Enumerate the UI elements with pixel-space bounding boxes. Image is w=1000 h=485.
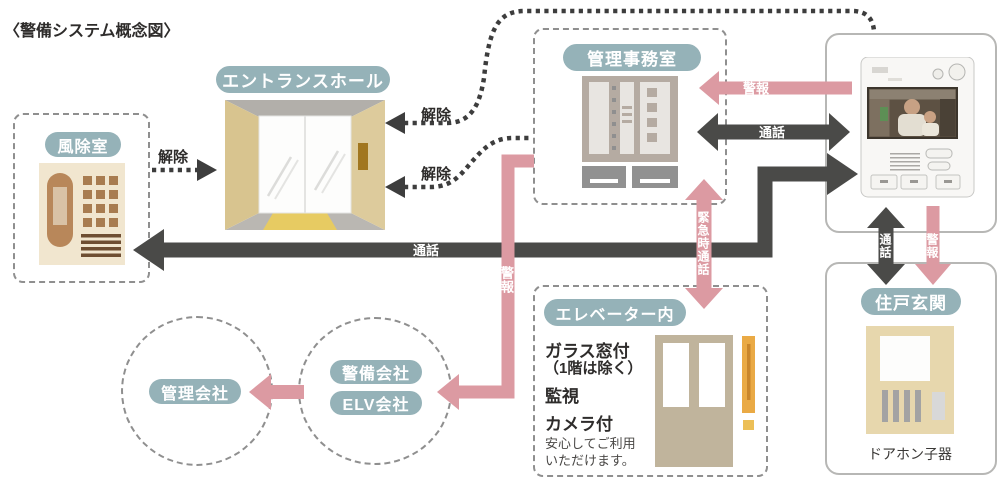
badge-windbreak: 風除室 <box>45 132 121 157</box>
badge-unit-entrance: 住戸玄関 <box>861 288 961 315</box>
label-emergency-call: 緊急時通話 <box>696 211 710 276</box>
door-phone-caption: ドアホン子器 <box>868 446 952 462</box>
windbreak-intercom-illustration <box>39 163 125 265</box>
elevator-feature-line3: 監視 <box>545 387 579 406</box>
alarm-line-office-security <box>437 154 534 410</box>
label-alarm-to-security: 警報 <box>499 266 514 294</box>
elevator-note-line2: いただけます。 <box>545 453 635 468</box>
door-phone-illustration <box>866 326 954 434</box>
elevator-box <box>533 285 768 477</box>
unlock-arrowhead-upper <box>385 112 405 134</box>
badge-office: 管理事務室 <box>563 44 701 71</box>
label-alarm-to-office: 警報 <box>743 81 770 96</box>
label-call-office-dwelling: 通話 <box>759 125 786 140</box>
elevator-doors-illustration <box>655 335 733 467</box>
elevator-feature-line2: （1階は除く） <box>544 360 643 377</box>
label-alarm-unit: 警報 <box>925 233 939 259</box>
badge-security-company: 警備会社 <box>330 360 422 384</box>
exclamation-icon <box>742 336 755 430</box>
windbreak-room-box <box>13 113 150 283</box>
page-title: 〈警備システム概念図〉 <box>4 23 180 40</box>
badge-entrance: エントランスホール <box>216 66 390 93</box>
label-call-long: 通話 <box>413 243 440 258</box>
label-unlock-windbreak: 解除 <box>158 149 189 166</box>
label-unlock-lower: 解除 <box>421 166 452 183</box>
label-unlock-upper: 解除 <box>421 107 452 124</box>
dwelling-monitor-illustration <box>860 57 975 198</box>
badge-elevator: エレベーター内 <box>544 299 686 326</box>
elevator-feature-line4: カメラ付 <box>545 415 613 434</box>
badge-elv-company: ELV会社 <box>330 391 422 415</box>
office-control-panel-illustration <box>582 76 678 188</box>
badge-mgmt-company: 管理会社 <box>149 379 241 404</box>
elevator-feature-line1: ガラス窓付 <box>545 342 630 361</box>
label-call-unit: 通話 <box>878 233 892 259</box>
elevator-note-line1: 安心してご利用 <box>545 436 636 451</box>
unlock-arrowhead-windbreak <box>197 159 217 181</box>
unlock-arrowhead-lower <box>385 176 405 198</box>
entrance-doors-illustration <box>225 100 385 230</box>
